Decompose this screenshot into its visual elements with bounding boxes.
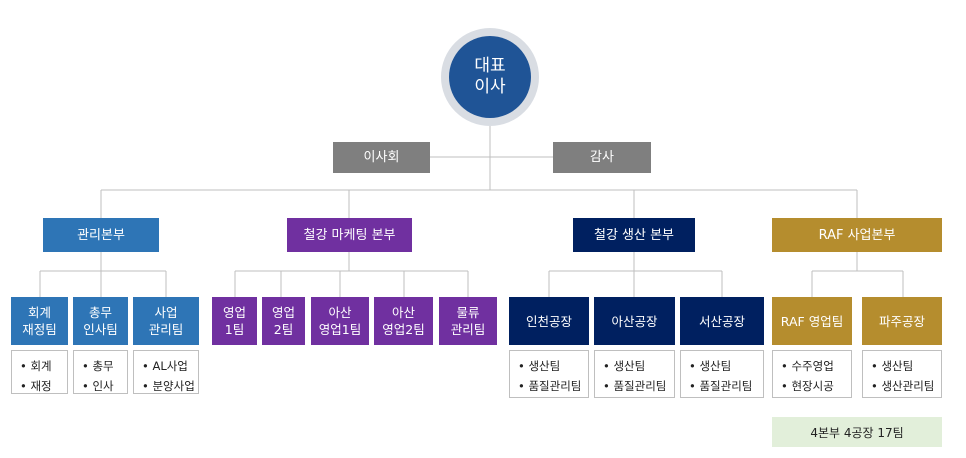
- list-item: 생산관리팀: [871, 376, 941, 396]
- team-box: 인천공장: [509, 297, 589, 345]
- list-item: 수주영업: [781, 356, 851, 376]
- team-duties-list: 회계 재정: [11, 350, 68, 394]
- team-duties-list: AL사업 분양사업: [133, 350, 199, 394]
- list-item: 품질관리팀: [603, 376, 674, 396]
- division-production: 철강 생산 본부: [573, 218, 695, 252]
- list-item: 생산팀: [603, 356, 674, 376]
- team-box: 아산 영업2팀: [374, 297, 433, 345]
- list-item: 생산팀: [871, 356, 941, 376]
- division-raf: RAF 사업본부: [772, 218, 942, 252]
- team-box: 아산공장: [594, 297, 675, 345]
- team-box: 아산 영업1팀: [311, 297, 369, 345]
- list-item: 현장시공: [781, 376, 851, 396]
- list-item: 생산팀: [689, 356, 763, 376]
- team-duties-list: 총무 인사: [73, 350, 128, 394]
- team-box: 서산공장: [680, 297, 764, 345]
- team-duties-list: 수주영업 현장시공: [772, 350, 852, 398]
- team-box: 사업 관리팀: [133, 297, 199, 345]
- list-item: 분양사업: [142, 376, 198, 396]
- team-duties-list: 생산팀 품질관리팀: [594, 350, 675, 398]
- team-box: 파주공장: [862, 297, 942, 345]
- list-item: 생산팀: [518, 356, 588, 376]
- team-box: 회계 재정팀: [11, 297, 68, 345]
- summary-badge: 4본부 4공장 17팀: [772, 417, 942, 447]
- list-item: 품질관리팀: [518, 376, 588, 396]
- division-management: 관리본부: [43, 218, 159, 252]
- team-box: 총무 인사팀: [73, 297, 128, 345]
- ceo-node: 대표 이사: [449, 36, 531, 118]
- team-duties-list: 생산팀 생산관리팀: [862, 350, 942, 398]
- team-duties-list: 생산팀 품질관리팀: [680, 350, 764, 398]
- division-marketing: 철강 마케팅 본부: [287, 218, 412, 252]
- audit-node: 감사: [553, 142, 651, 173]
- team-box: RAF 영업팀: [772, 297, 852, 345]
- list-item: 총무: [82, 356, 127, 376]
- list-item: 품질관리팀: [689, 376, 763, 396]
- team-duties-list: 생산팀 품질관리팀: [509, 350, 589, 398]
- list-item: 인사: [82, 376, 127, 396]
- list-item: 회계: [20, 356, 67, 376]
- team-box: 영업 2팀: [262, 297, 305, 345]
- list-item: 재정: [20, 376, 67, 396]
- team-box: 영업 1팀: [212, 297, 257, 345]
- board-node: 이사회: [333, 142, 430, 173]
- list-item: AL사업: [142, 356, 198, 376]
- team-box: 물류 관리팀: [439, 297, 497, 345]
